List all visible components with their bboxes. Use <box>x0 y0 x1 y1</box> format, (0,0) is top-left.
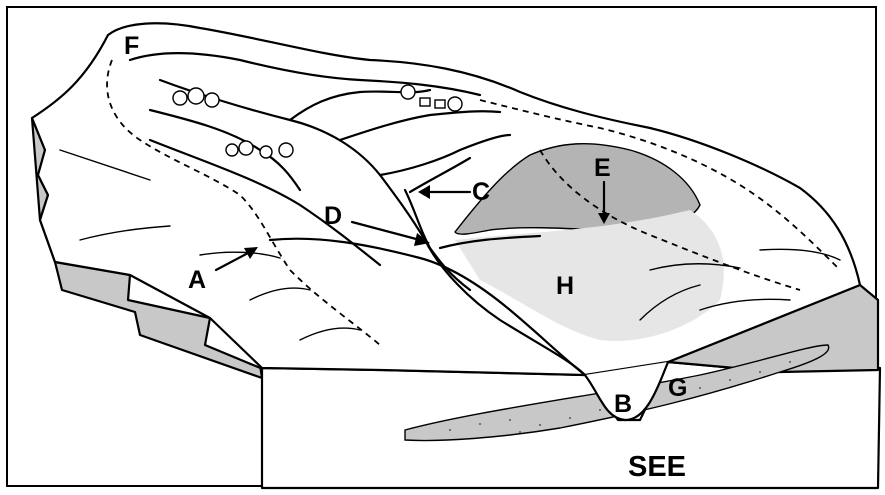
label-d: D <box>324 202 342 230</box>
label-e: E <box>594 154 611 182</box>
label-h: H <box>556 272 574 300</box>
label-f: F <box>124 32 139 60</box>
label-g: G <box>668 374 687 402</box>
label-c: C <box>472 178 490 206</box>
label-see: SEE <box>628 451 686 483</box>
label-b: B <box>614 390 632 418</box>
label-a: A <box>188 266 206 294</box>
